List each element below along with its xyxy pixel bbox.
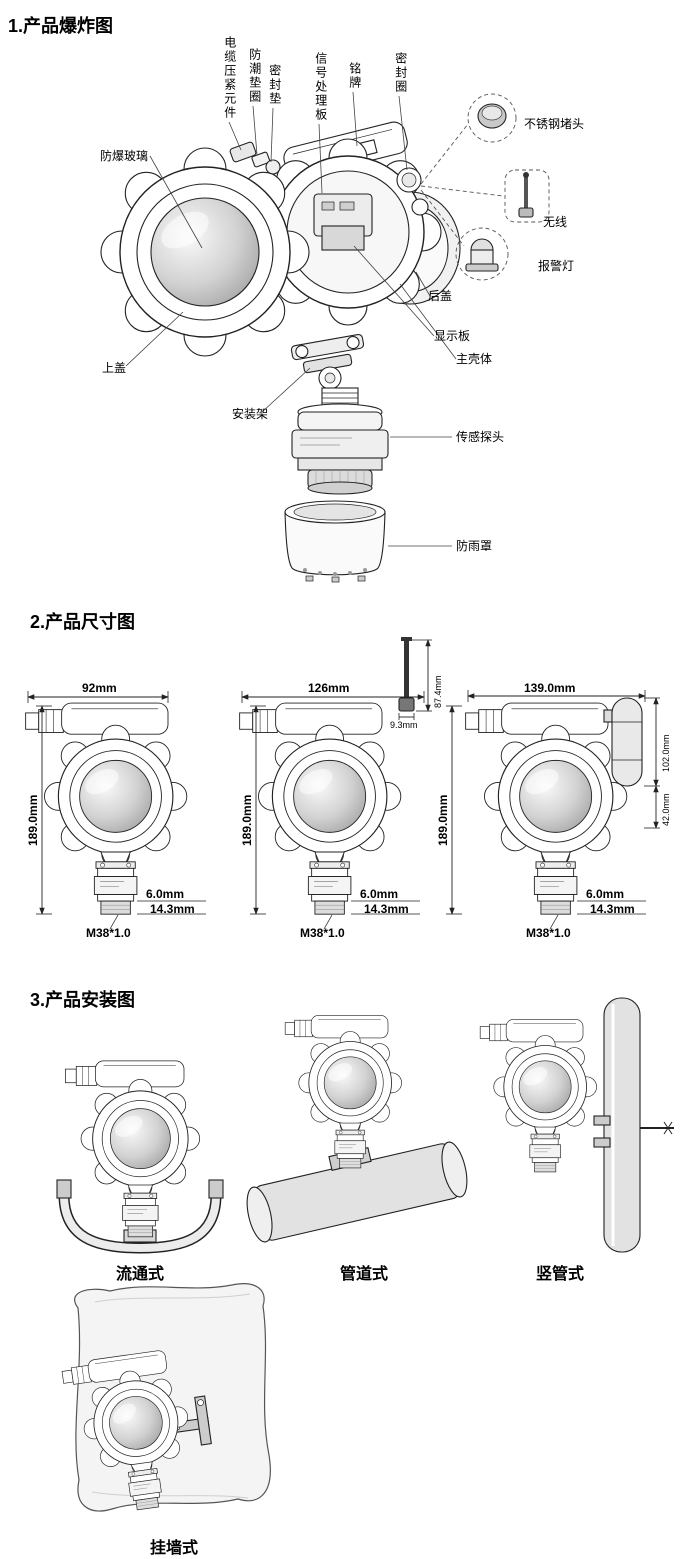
dim-probe-total-v3: 14.3mm <box>590 902 635 916</box>
dim-side-height: 102.0mm <box>661 734 671 772</box>
dimension-views-drawing <box>25 637 660 930</box>
label-alarm-light: 报警灯 <box>538 259 575 273</box>
detector-drawing-standard <box>25 702 188 915</box>
dim-probe-depth-v2: 6.0mm <box>360 887 399 901</box>
label-explosion-proof-glass: 防爆玻璃 <box>100 149 149 163</box>
dim-width-v3: 139.0mm <box>524 681 576 695</box>
label-moisture-washer: 防潮垫圈 <box>247 48 262 104</box>
rain-shield-drawing <box>284 500 386 583</box>
label-seal-gasket: 密封垫 <box>267 64 282 106</box>
detector-drawing-pipeline <box>284 1015 403 1169</box>
label-display-board: 显示板 <box>434 329 471 343</box>
label-stainless-plug: 不锈钢堵头 <box>524 117 585 131</box>
stainless-plug-drawing <box>467 93 517 143</box>
dim-probe-total-v1: 14.3mm <box>150 902 195 916</box>
seal-ring-drawing <box>396 167 429 216</box>
label-top-cover: 上盖 <box>102 361 127 375</box>
explosion-proof-glass-drawing <box>150 197 260 307</box>
detector-drawing-wireless <box>239 702 402 915</box>
label-back-cover: 后盖 <box>428 289 453 303</box>
label-rain-shield: 防雨罩 <box>456 539 493 553</box>
sensor-probe-drawing <box>291 387 389 495</box>
label-sensor-probe: 传感探头 <box>456 430 505 444</box>
dim-width-v2: 126mm <box>308 681 350 695</box>
exploded-view-drawing <box>100 91 550 583</box>
vertical-pipe-drawing <box>479 997 674 1253</box>
dim-height-v2: 189.0mm <box>240 794 254 846</box>
dims-view-2 <box>241 639 432 930</box>
section-title-dimensions: 2.产品尺寸图 <box>30 612 136 632</box>
label-wireless: 无线 <box>543 215 568 229</box>
cable-gland-drawing <box>229 141 281 175</box>
detector-drawing-flow <box>64 1060 201 1238</box>
dim-thread-v1: M38*1.0 <box>86 926 131 940</box>
alarm-light-drawing <box>455 227 509 281</box>
wall-mount-drawing <box>60 1283 271 1519</box>
dim-probe-depth-v3: 6.0mm <box>586 887 625 901</box>
dim-width-v1: 92mm <box>82 681 117 695</box>
dims-view-3 <box>446 690 660 930</box>
antenna-drawing <box>398 637 415 712</box>
leader-lines <box>125 91 457 547</box>
installation-drawings <box>56 997 674 1519</box>
dim-height-v3: 189.0mm <box>436 794 450 846</box>
label-main-housing: 主壳体 <box>456 352 493 366</box>
dim-side-width: 42.0mm <box>661 793 671 826</box>
flow-through-drawing <box>56 1060 224 1254</box>
dim-antenna-width: 9.3mm <box>390 720 418 730</box>
install-label-wall-mount: 挂墙式 <box>150 1540 199 1557</box>
label-nameplate: 铭牌 <box>347 62 362 90</box>
section-title-installation: 3.产品安装图 <box>30 990 136 1010</box>
dim-probe-depth-v1: 6.0mm <box>146 887 185 901</box>
dims-view-1 <box>27 691 206 930</box>
install-label-flow-through: 流通式 <box>116 1266 165 1283</box>
dim-thread-v3: M38*1.0 <box>526 926 571 940</box>
dim-probe-total-v2: 14.3mm <box>364 902 409 916</box>
pipeline-drawing <box>246 1015 468 1243</box>
label-mounting-bracket: 安装架 <box>232 407 269 421</box>
detector-drawing-vertical <box>479 1019 598 1173</box>
display-board-drawing <box>321 225 365 251</box>
top-cover-drawing <box>100 147 310 357</box>
dim-thread-v2: M38*1.0 <box>300 926 345 940</box>
install-label-vertical-pipe: 竖管式 <box>536 1266 585 1283</box>
dim-antenna-height: 87.4mm <box>433 675 443 708</box>
label-seal-ring: 密封圈 <box>393 52 408 94</box>
detector-drawing-alarm <box>465 702 628 915</box>
dim-height-v1: 189.0mm <box>26 794 40 846</box>
install-label-pipeline: 管道式 <box>340 1266 389 1283</box>
wireless-antenna-drawing <box>504 169 550 223</box>
mounting-bracket-drawing <box>290 333 365 390</box>
side-beacon-drawing <box>603 697 643 787</box>
label-signal-board: 信号处理板 <box>313 52 328 122</box>
label-cable-gland: 电缆压紧元件 <box>222 36 237 120</box>
section-title-exploded: 1.产品爆炸图 <box>8 16 114 36</box>
